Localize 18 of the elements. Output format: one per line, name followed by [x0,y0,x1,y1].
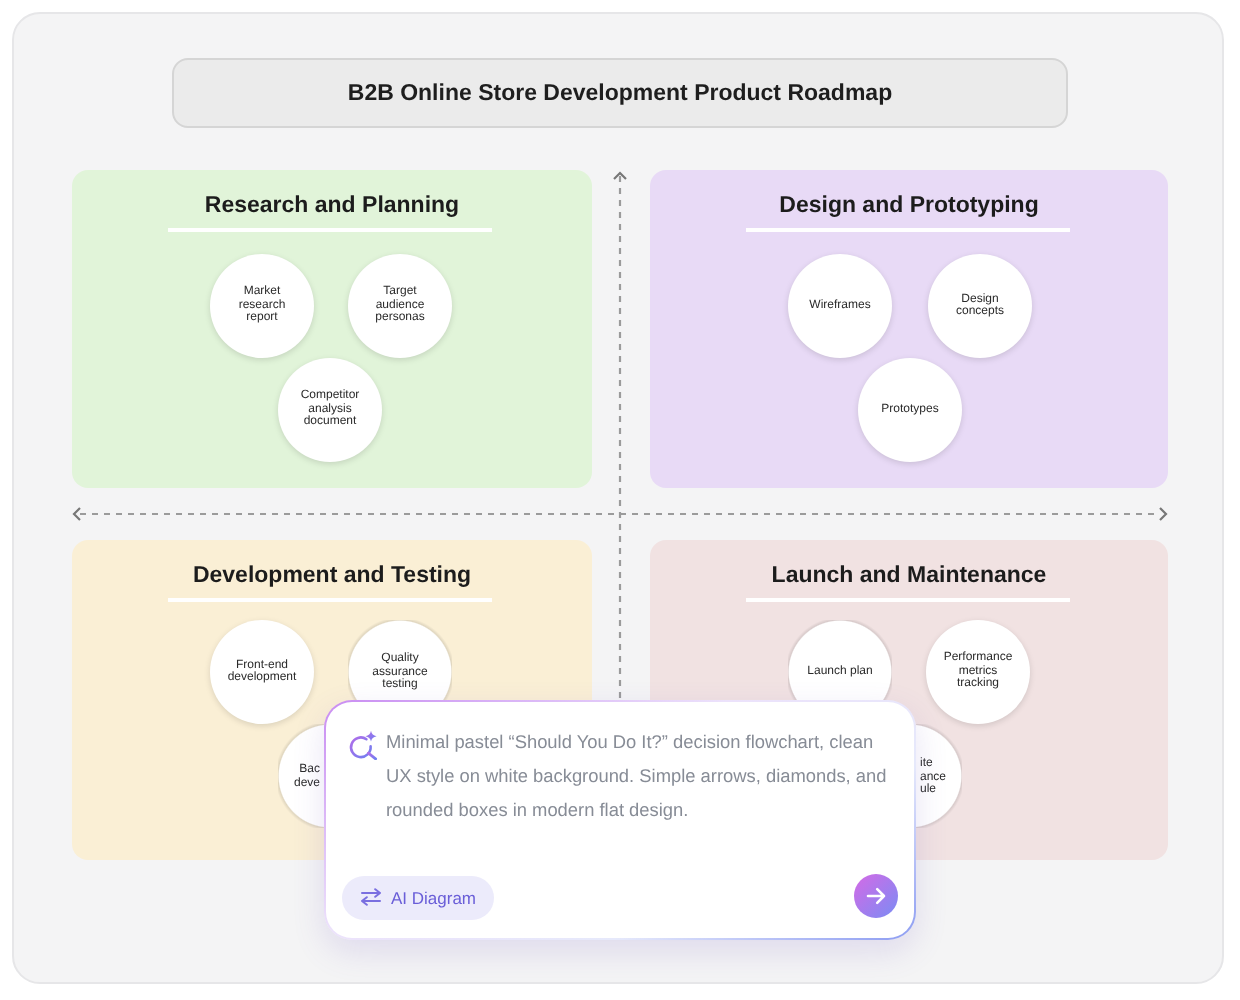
phase-heading: Research and Planning [204,192,460,220]
phase-heading: Development and Testing [192,562,472,590]
deliverable-circle [788,254,892,358]
phase-heading: Launch and Maintenance [771,562,1047,590]
prompt-card [324,700,916,940]
deliverable-circle [210,254,314,358]
prompt-text: Minimal pastel “Should You Do It?” decision flowchart, clean UX style on white background. Simple arrows, diamonds, and rounded boxes in modern flat design. [386,730,889,824]
phase-card [650,170,1168,488]
mode-button: AI Diagram [341,875,495,919]
phase-heading: Design and Prototyping [779,192,1039,220]
deliverable-circle [348,254,452,358]
deliverable-circle [926,620,1030,724]
deliverable-circle [858,358,962,462]
diagram-title: B2B Online Store Development Product Roadmap [347,79,893,107]
deliverable-circle [928,254,1032,358]
phase-card [72,170,592,488]
deliverable-circle [210,620,314,724]
deliverable-circle [278,358,382,462]
